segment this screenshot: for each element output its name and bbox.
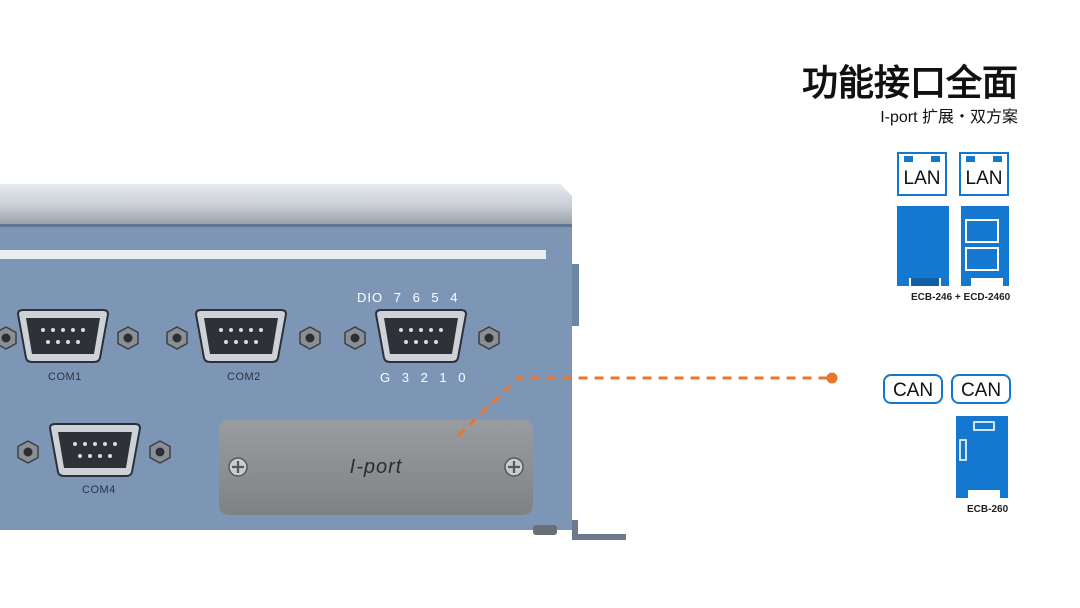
db9-connector-icon [374, 309, 468, 363]
expansion-card-icon [956, 416, 1008, 498]
lan-port-label: LAN [965, 168, 1003, 189]
port-label-com4: COM4 [82, 484, 116, 496]
device-foot [533, 525, 557, 535]
lan-option-caption: ECB-246 + ECD-2460 [911, 292, 1011, 303]
can-port-icon: CAN [951, 374, 1011, 404]
expansion-card-icon [897, 206, 949, 286]
hex-standoff-icon [299, 326, 321, 350]
lan-port-label: LAN [903, 168, 941, 189]
hex-standoff-icon [478, 326, 500, 350]
db9-connector-icon [194, 309, 288, 363]
port-label-com2: COM2 [227, 371, 261, 383]
hex-standoff-icon [117, 326, 139, 350]
iport-label: I-port [349, 456, 403, 478]
db9-connector-icon [16, 309, 110, 363]
can-port-label: CAN [892, 380, 934, 401]
iport-cover-plate: I-port [219, 420, 533, 515]
port-label-com1: COM1 [48, 371, 82, 383]
hex-standoff-icon [0, 326, 17, 350]
screw-icon [228, 457, 248, 477]
can-option-caption: ECB-260 [967, 504, 1009, 515]
hex-standoff-icon [17, 440, 39, 464]
db9-connector-icon [48, 423, 142, 477]
can-port-label: CAN [960, 380, 1002, 401]
lan-port-icon: LAN [959, 152, 1009, 196]
device-light-bar [0, 250, 546, 259]
device-front-view: COM1 COM2 COM4 DIO 7 6 5 4 G 3 2 1 0 I-p… [0, 184, 626, 540]
page-title: 功能接口全面 [801, 62, 1018, 103]
lan-port-icon: LAN [897, 152, 947, 196]
page-subtitle: I-port 扩展・双方案 [880, 109, 1018, 126]
screw-icon [504, 457, 524, 477]
device-top-lid [0, 184, 572, 224]
hex-standoff-icon [344, 326, 366, 350]
expansion-card-icon [961, 206, 1009, 286]
can-port-icon: CAN [883, 374, 943, 404]
hex-standoff-icon [149, 440, 171, 464]
hex-standoff-icon [166, 326, 188, 350]
dio-pin-label-top: DIO 7 6 5 4 [357, 290, 459, 305]
dio-pin-label-bottom: G 3 2 1 0 [380, 370, 467, 385]
mounting-bracket [572, 520, 626, 540]
device-side-tab [572, 264, 579, 326]
